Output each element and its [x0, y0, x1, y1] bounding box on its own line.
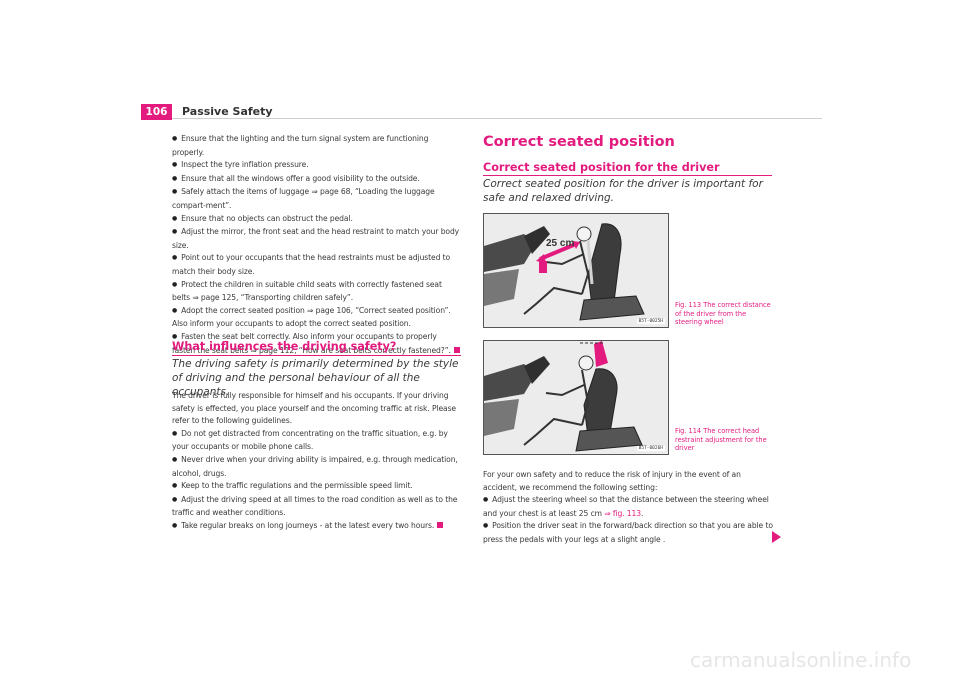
subheading-lead: Correct seated position for the driver i… [483, 178, 763, 204]
figure-steering-distance: 25 cm B5T-0025H [483, 213, 669, 328]
distance-label: 25 cm [546, 238, 574, 249]
list-item: Point out to your occupants that the hea… [172, 252, 462, 278]
seated-position-body: For your own safety and to reduce the ri… [483, 469, 773, 547]
checklist: Ensure that the lighting and the turn si… [172, 133, 462, 357]
seated-driver-illustration: 25 cm [484, 214, 668, 327]
header-rule [172, 118, 822, 119]
intro-paragraph: The driver is fully responsible for hims… [172, 391, 457, 426]
list-item: Ensure that no objects can obstruct the … [172, 213, 462, 227]
end-marker-icon [453, 346, 460, 353]
watermark: carmanualsonline.info [690, 648, 912, 672]
driving-safety-lead: The driving safety is primarily determin… [172, 358, 459, 398]
head-restraint-illustration [484, 341, 668, 454]
section-title: Passive Safety [182, 105, 273, 118]
end-marker-icon [437, 521, 444, 528]
list-item: Do not get distracted from concentrating… [172, 428, 462, 454]
figure-caption: Fig. 114 The correct head restraint adju… [675, 427, 767, 452]
list-item: Keep to the traffic regulations and the … [172, 480, 462, 494]
page-number: 106 [141, 104, 172, 120]
list-item: Inspect the tyre inflation pressure. [172, 159, 462, 173]
heading-rule [172, 355, 461, 356]
figure-code: B5T-0026H [636, 446, 665, 451]
list-item: Never drive when your driving ability is… [172, 454, 462, 480]
list-item: Protect the children in suitable child s… [172, 279, 462, 305]
list-item: Ensure that all the windows offer a good… [172, 173, 462, 187]
driving-safety-body: The driver is fully responsible for hims… [172, 390, 462, 534]
list-item: Safely attach the items of luggage ⇒ pag… [172, 186, 462, 212]
figure-caption: Fig. 113 The correct distance of the dri… [675, 301, 771, 326]
list-item: Position the driver seat in the forward/… [483, 520, 773, 546]
list-item-last: Fasten the seat belt correctly. Also inf… [172, 331, 462, 357]
subheading-rule [483, 175, 772, 176]
section-heading: Correct seated position [483, 134, 675, 150]
driving-safety-heading: What influences the driving safety? [172, 340, 397, 353]
next-page-arrow-icon[interactable] [772, 531, 781, 543]
list-item: Adjust the mirror, the front seat and th… [172, 226, 462, 252]
subheading: Correct seated position for the driver [483, 161, 720, 174]
list-item: Ensure that the lighting and the turn si… [172, 133, 462, 159]
list-item-last: Take regular breaks on long journeys - a… [172, 520, 462, 534]
figure-head-restraint: B5T-0026H [483, 340, 669, 455]
intro-paragraph: For your own safety and to reduce the ri… [483, 470, 741, 492]
list-item: Adopt the correct seated position ⇒ page… [172, 305, 462, 331]
list-item: Adjust the steering wheel so that the di… [483, 494, 773, 520]
figure-code: B5T-0025H [636, 319, 665, 324]
list-item: Adjust the driving speed at all times to… [172, 494, 462, 520]
figure-link[interactable]: ⇒ fig. 113 [604, 508, 641, 518]
